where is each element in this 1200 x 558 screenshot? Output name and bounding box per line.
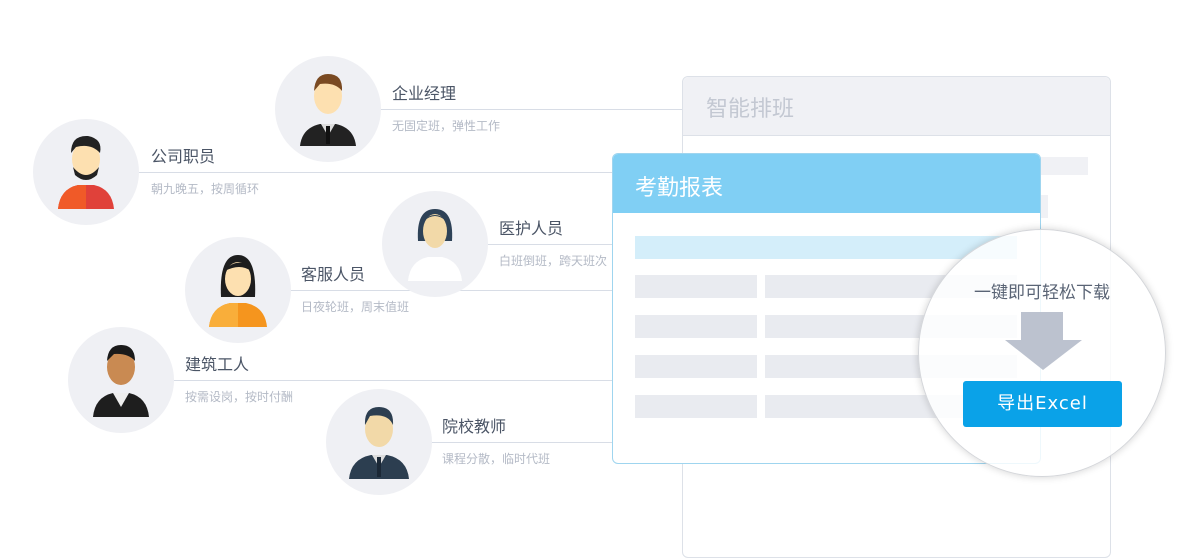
scheduling-panel-header: 智能排班 [683,77,1110,136]
role-desc: 日夜轮班，周末值班 [301,300,410,314]
service-icon [209,255,267,327]
teacher-icon [349,407,409,479]
connector-line [487,244,612,245]
download-caption: 一键即可轻松下载 [974,283,1110,303]
avatar-construction-worker [68,327,174,433]
placeholder-bar [1040,195,1048,218]
role-name: 医护人员 [499,219,564,238]
table-cell [635,395,757,418]
export-excel-button[interactable]: 导出Excel [963,381,1122,427]
connector-line [138,172,612,173]
avatar-manager [275,56,381,162]
avatar-medical [382,191,488,297]
attendance-report-header: 考勤报表 [613,154,1040,213]
role-name: 建筑工人 [185,355,250,374]
avatar-employee [33,119,139,225]
connector-line [431,442,612,443]
employee-icon [58,135,114,209]
role-name: 客服人员 [301,265,366,284]
role-name: 公司职员 [151,147,216,166]
scheduling-panel-title: 智能排班 [706,97,795,122]
role-desc: 无固定班，弹性工作 [392,119,501,133]
manager-icon [300,74,356,146]
worker-icon [93,345,149,417]
role-name: 企业经理 [392,84,457,103]
connector-line [173,380,612,381]
role-desc: 按需设岗，按时付酬 [185,390,294,404]
attendance-report-title: 考勤报表 [635,176,724,201]
role-name: 院校教师 [442,417,507,436]
nurse-icon [408,209,462,281]
avatar-customer-service [185,237,291,343]
role-desc: 朝九晚五，按周循环 [151,182,260,196]
arrow-down-icon [1005,312,1082,370]
placeholder-bar [1040,157,1088,175]
table-cell [635,315,757,338]
avatar-teacher [326,389,432,495]
table-cell [635,275,757,298]
highlight-row [635,236,1017,259]
role-desc: 课程分散，临时代班 [442,452,551,466]
table-cell [635,355,757,378]
connector-line [380,109,682,110]
role-desc: 白班倒班，跨天班次 [499,254,608,268]
